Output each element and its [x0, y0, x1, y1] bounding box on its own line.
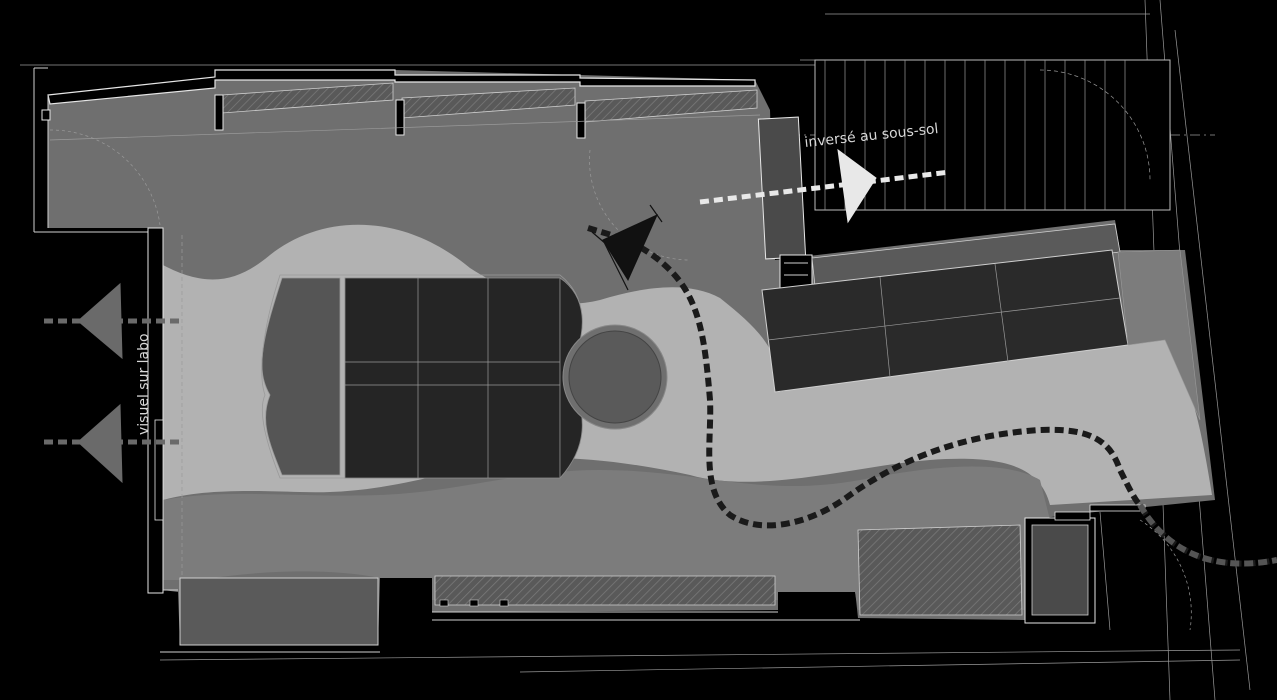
- grey-view-arrow-bottom: [44, 403, 182, 484]
- central-table: [261, 274, 583, 480]
- round-table: [562, 324, 668, 430]
- visitor-path: [587, 225, 1277, 567]
- light-view-arrow: [699, 148, 951, 224]
- viewpoint-marker: [591, 204, 663, 291]
- visitor-path-outside: [1137, 503, 1277, 567]
- top-wall: [33, 67, 761, 261]
- label-visuel: visuel sur labo: [136, 333, 152, 435]
- right-pillar: [757, 116, 813, 291]
- floor-lower-band: [163, 466, 1050, 610]
- staircase: [814, 59, 1171, 211]
- grey-view-arrow-top: [44, 282, 182, 360]
- side-room: [1024, 504, 1192, 631]
- right-counter: [761, 223, 1201, 421]
- bottom-wall: [160, 524, 1023, 653]
